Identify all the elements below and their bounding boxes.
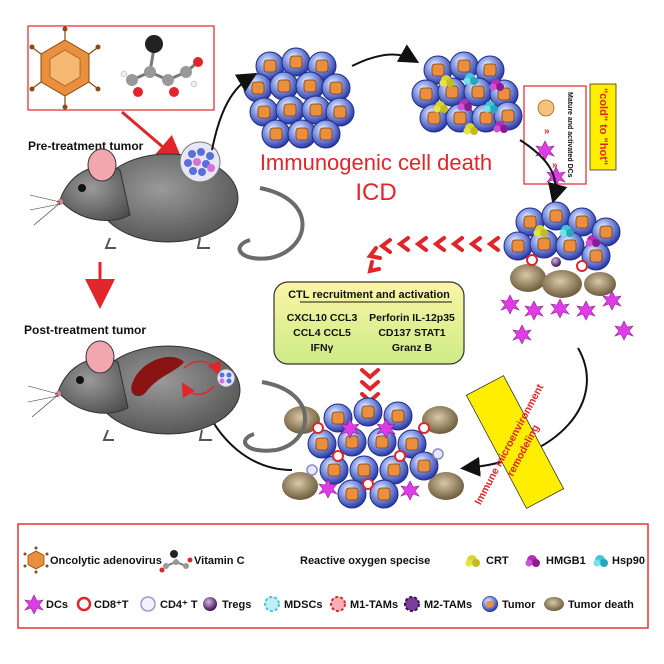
legend-label: MDSCs [284,599,323,611]
svg-text:"cold" to "hot": "cold" to "hot" [597,88,609,165]
treg-icon [203,597,217,611]
tumor-cluster-initial [243,47,355,149]
tumor-icon [482,596,498,612]
legend: Oncolytic adenovirus Vitamin C Reactive … [17,523,649,629]
post-treatment-label: Post-treatment tumor [24,323,146,337]
ctl-item: CCL4 CCL5 [293,327,351,339]
drug-box [27,25,215,111]
icd-abbr: ICD [355,179,396,206]
legend-label: CD4⁺ T [160,599,198,611]
ctl-item: CD137 STAT1 [378,327,445,339]
legend-label: DCs [46,599,68,611]
legend-label: Hsp90 [612,555,645,567]
legend-label: Tumor death [568,599,634,611]
legend-label: Reactive oxygen specise [300,555,430,567]
ctl-item: Perforin IL-12p35 [369,312,455,324]
flow-arrow-1 [351,44,420,67]
vitamin-c-molecule-icon [159,550,193,573]
cd8-t-icon [76,596,92,612]
tumor-death-icon [544,597,564,611]
legend-label: Tumor [502,599,536,611]
mature-dc-panel: » » Mature and activated DCs [523,85,587,187]
tumor-cluster-icd [411,51,523,135]
spleen-organ [131,356,184,397]
adenovirus-icon [23,546,49,574]
treatment-arrow [121,110,185,166]
cd4-t-icon [140,596,156,612]
pre-treatment-mouse [29,141,305,261]
legend-label: Tregs [222,599,251,611]
flow-arrow-3 [460,347,588,477]
mature-dc-label: Mature and activated DCs [566,92,573,178]
m1-tam-icon [330,596,346,612]
vitamin-c-molecule-icon [120,35,203,97]
chevron-arrows-down [360,368,380,404]
legend-label: Vitamin C [194,555,245,567]
legend-label: M2-TAMs [424,599,472,611]
flow-arrow-2 [519,139,568,204]
adenovirus-icon [29,26,101,110]
svg-text:»: » [544,126,550,137]
post-tumor-cluster [216,368,236,388]
ctl-item: Granz B [392,342,433,354]
flow-arrow-0 [211,72,258,151]
legend-label: HMGB1 [546,555,586,567]
m2-tam-icon [404,596,420,612]
ctl-panel: CTL recruitment and activation CXCL10 CC… [273,281,465,365]
svg-text:»: » [552,160,558,171]
legend-label: CD8⁺T [94,599,129,611]
mdsc-icon [264,596,280,612]
legend-label: Oncolytic adenovirus [50,555,162,567]
chevron-arrows-left [366,236,500,274]
icd-title: Immunogenic cell death [260,150,492,175]
cold-to-hot-badge: "cold" to "hot" [589,83,617,171]
ctl-item: IFNγ [311,342,334,354]
ctl-item: CXCL10 CCL3 [287,312,358,324]
legend-label: M1-TAMs [350,599,398,611]
legend-label: CRT [486,555,509,567]
pre-tumor-cluster [179,141,221,183]
post-treatment-mouse [27,340,308,453]
tumor-cluster-remodeled [282,397,464,509]
tumor-cluster-immune [500,201,634,345]
ctl-title: CTL recruitment and activation [288,289,450,301]
pre-treatment-label: Pre-treatment tumor [28,139,144,153]
